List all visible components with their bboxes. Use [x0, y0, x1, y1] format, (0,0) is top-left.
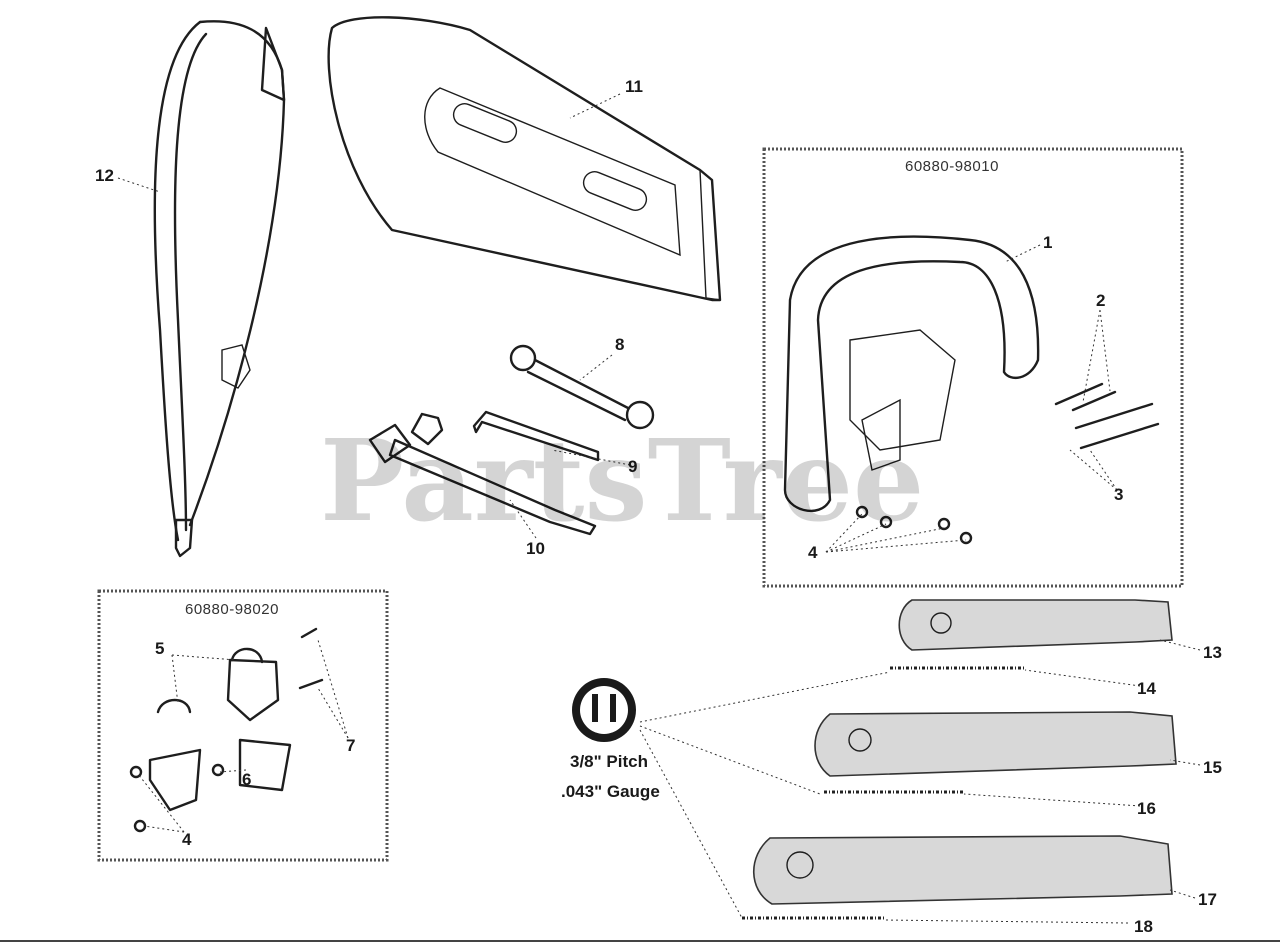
- wrench-part: [509, 344, 655, 430]
- guide-bars-group: [742, 599, 1177, 920]
- callout-4-handle: 4: [808, 543, 818, 562]
- callout-9: 9: [628, 457, 637, 476]
- callout-5: 5: [155, 639, 164, 658]
- hanger-kit-number: 60880-98020: [185, 601, 279, 618]
- callout-7: 7: [346, 736, 355, 755]
- callout-1: 1: [1043, 233, 1052, 252]
- callout-10: 10: [526, 539, 545, 558]
- callout-15: 15: [1203, 758, 1222, 777]
- bolts-part: [1054, 382, 1160, 450]
- combination-tool-part: [368, 412, 597, 536]
- pitch-spec: 3/8" Pitch: [570, 752, 648, 771]
- gauge-spec: .043" Gauge: [561, 782, 660, 801]
- callout-2: 2: [1096, 291, 1105, 310]
- callout-12: 12: [95, 166, 114, 185]
- callout-6: 6: [242, 770, 251, 789]
- leader-lines: [117, 93, 1201, 924]
- handle-kit-number: 60880-98010: [905, 158, 999, 175]
- callout-13: 13: [1203, 643, 1222, 662]
- callout-11: 11: [625, 77, 643, 96]
- watermark: PartsTree: [320, 416, 924, 547]
- hanger-kit-frame: [97, 589, 389, 862]
- bottom-rule: [0, 940, 1280, 942]
- nuts-part: [855, 505, 973, 545]
- callout-14: 14: [1137, 679, 1156, 698]
- hanger-brackets-part: [129, 627, 324, 833]
- front-handle-part: [783, 235, 1040, 512]
- handle-kit-frame: [762, 147, 1184, 588]
- bar-mount-icon: [572, 678, 636, 742]
- callout-3: 3: [1114, 485, 1123, 504]
- callout-17: 17: [1198, 890, 1217, 909]
- callout-18: 18: [1134, 917, 1153, 936]
- bar-cover-part: [327, 16, 722, 302]
- callout-8: 8: [615, 335, 624, 354]
- callout-16: 16: [1137, 799, 1156, 818]
- hex-key-part: [472, 410, 600, 462]
- callout-4-hanger: 4: [182, 830, 192, 849]
- shoulder-strap-part: [153, 20, 286, 558]
